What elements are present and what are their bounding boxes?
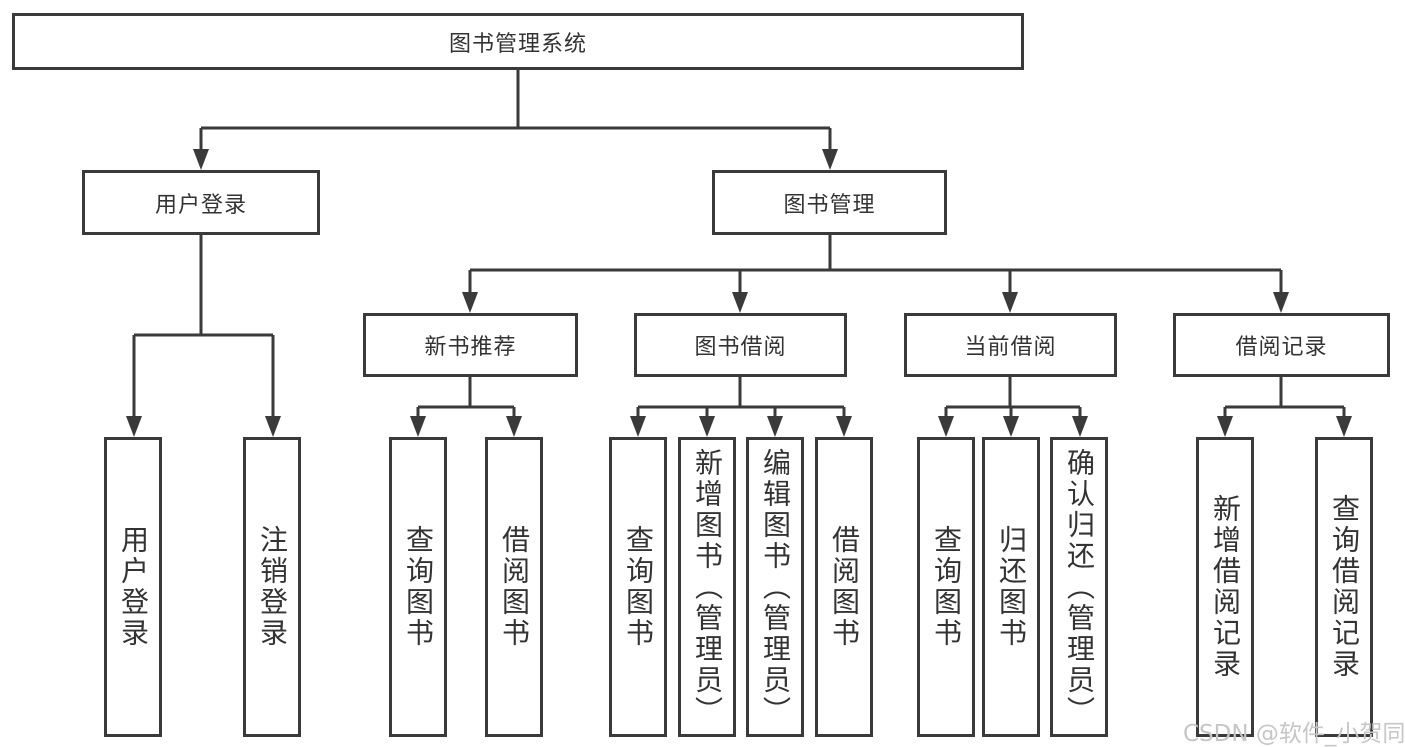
leaf-label-logout: 注销登录 <box>256 525 289 649</box>
level2-box-user-login: 用户登录 <box>82 170 320 235</box>
leaf-box-borrow-books-recommend: 借阅图书 <box>485 437 543 737</box>
leaf-label-query-books-current: 查询图书 <box>930 525 963 649</box>
leaf-label-query-books-borrow: 查询图书 <box>622 525 655 649</box>
level3-label-book-borrow: 图书借阅 <box>694 335 787 360</box>
level2-label-book-management: 图书管理 <box>783 192 876 218</box>
level3-label-borrow-records: 借阅记录 <box>1235 335 1328 360</box>
leaf-label-query-borrow-record: 查询借阅记录 <box>1328 494 1361 680</box>
level3-box-current-borrow: 当前借阅 <box>904 313 1117 377</box>
leaf-box-user-login: 用户登录 <box>104 437 162 737</box>
leaf-box-logout: 注销登录 <box>243 437 301 737</box>
arrowhead-icons <box>126 149 1352 437</box>
root-label: 图书管理系统 <box>448 31 587 57</box>
level3-box-new-book-recommend: 新书推荐 <box>363 313 578 377</box>
level3-label-new-book-recommend: 新书推荐 <box>424 335 517 360</box>
leaf-box-add-borrow-record: 新增借阅记录 <box>1196 437 1254 737</box>
level3-box-book-borrow: 图书借阅 <box>634 313 847 377</box>
leaf-label-add-books-admin: 新增图书（管理员） <box>691 447 724 727</box>
leaf-label-return-books: 归还图书 <box>995 525 1028 649</box>
leaf-label-user-login: 用户登录 <box>117 525 150 649</box>
level2-label-user-login: 用户登录 <box>154 192 247 218</box>
connector-paths <box>132 70 1346 422</box>
csdn-watermark: CSDN @软件_小贺同学 <box>1183 721 1405 747</box>
leaf-box-borrow-books: 借阅图书 <box>815 437 873 737</box>
leaf-box-query-books-current: 查询图书 <box>917 437 975 737</box>
leaf-label-edit-books-admin: 编辑图书（管理员） <box>759 447 792 727</box>
leaf-label-query-books-recommend: 查询图书 <box>402 525 435 649</box>
leaf-label-borrow-books-recommend: 借阅图书 <box>498 525 531 649</box>
leaf-box-edit-books-admin: 编辑图书（管理员） <box>746 437 804 737</box>
leaf-box-return-books: 归还图书 <box>982 437 1040 737</box>
root-box-library-system: 图书管理系统 <box>12 13 1024 70</box>
level3-label-current-borrow: 当前借阅 <box>964 335 1057 360</box>
leaf-box-confirm-return-admin: 确认归还（管理员） <box>1050 437 1108 737</box>
leaf-label-confirm-return-admin: 确认归还（管理员） <box>1063 447 1096 727</box>
level3-box-borrow-records: 借阅记录 <box>1173 313 1390 377</box>
leaf-box-query-borrow-record: 查询借阅记录 <box>1315 437 1373 737</box>
leaf-label-add-borrow-record: 新增借阅记录 <box>1209 494 1242 680</box>
leaf-box-query-books-recommend: 查询图书 <box>389 437 447 737</box>
leaf-box-add-books-admin: 新增图书（管理员） <box>678 437 736 737</box>
level2-box-book-management: 图书管理 <box>712 170 947 235</box>
leaf-box-query-books-borrow: 查询图书 <box>609 437 667 737</box>
leaf-label-borrow-books: 借阅图书 <box>828 525 861 649</box>
